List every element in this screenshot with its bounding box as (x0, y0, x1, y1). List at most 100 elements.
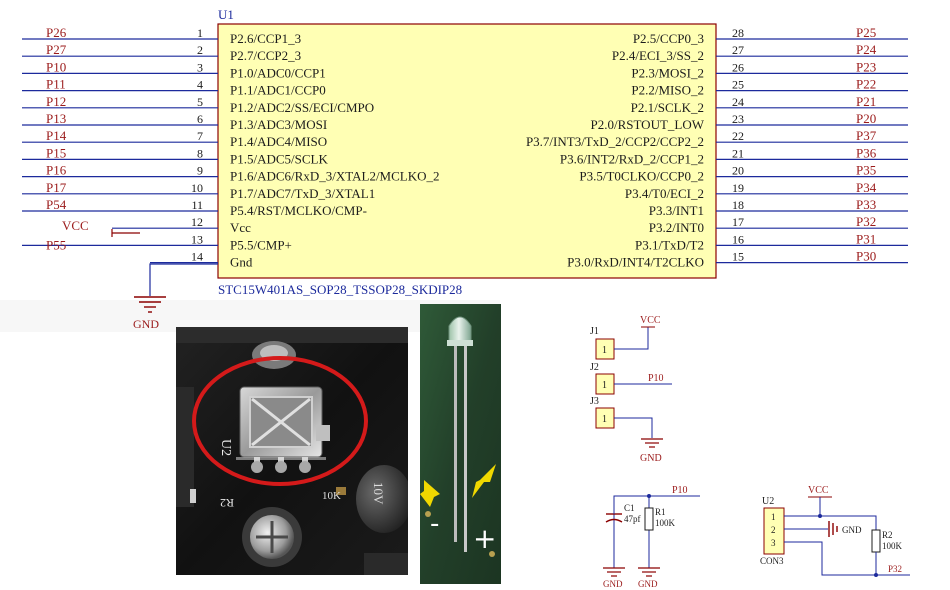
net-label: P26 (46, 25, 67, 40)
c1-ref: C1 (624, 503, 635, 513)
pin-number: 3 (197, 60, 203, 74)
header-j3: J3 1 GND (590, 396, 663, 464)
pin-number: 28 (732, 26, 744, 40)
led-plus-label: + (473, 522, 496, 555)
pin-name: P1.0/ADC0/CCP1 (230, 65, 326, 80)
pin-name: P3.3/INT1 (649, 203, 704, 218)
pin-number: 5 (197, 95, 203, 109)
r1-gnd-label: GND (638, 579, 658, 589)
pin-name: P3.1/TxD/T2 (635, 237, 704, 252)
pin-name: P3.4/T0/ECI_2 (625, 186, 704, 201)
pcb-silk-cap: 10V (371, 482, 386, 505)
pin-name: P1.4/ADC4/MISO (230, 134, 327, 149)
net-label: P15 (46, 145, 66, 160)
pcb-silk-10k: 10K (322, 490, 341, 502)
j3-pin: 1 (602, 414, 607, 425)
pin-number: 16 (732, 232, 744, 246)
pin-name: P1.1/ADC1/CCP0 (230, 83, 326, 98)
pin-number: 25 (732, 78, 744, 92)
net-label: P35 (856, 163, 876, 178)
pin-number: 20 (732, 164, 744, 178)
r1-gnd-symbol (638, 567, 660, 577)
net-label: P17 (46, 180, 67, 195)
pin-name: P2.4/ECI_3/SS_2 (612, 48, 704, 63)
rc-net-label: P10 (672, 485, 688, 496)
pin-number: 24 (732, 95, 744, 109)
arrow-right-icon (472, 464, 496, 498)
pin-number: 13 (191, 232, 203, 246)
pin-number: 4 (197, 78, 203, 92)
pin-name: Vcc (230, 220, 251, 235)
pin-name: P2.1/SCLK_2 (631, 100, 704, 115)
j1-ref: J1 (590, 326, 599, 337)
pin-name: P2.2/MISO_2 (631, 83, 704, 98)
u1-gnd-wire (149, 263, 218, 296)
r2-value: 100K (882, 541, 903, 551)
u1-ref: U1 (218, 7, 234, 22)
arrow-left-icon (420, 480, 440, 507)
u2-pin-2: 2 (771, 525, 776, 535)
pin-name: P3.2/INT0 (649, 220, 704, 235)
pin-number: 19 (732, 181, 744, 195)
net-label: P32 (856, 214, 876, 229)
pin-number: 7 (197, 129, 203, 143)
pin-number: 23 (732, 112, 744, 126)
pin-name: P3.7/INT3/TxD_2/CCP2/CCP2_2 (526, 134, 704, 149)
net-label: P55 (46, 237, 66, 252)
net-label: P30 (856, 249, 876, 264)
pin-number: 1 (197, 26, 203, 40)
r2-ref: R2 (882, 530, 893, 540)
pin-number: 12 (191, 215, 203, 229)
net-label: P13 (46, 111, 66, 126)
u1-part-name: STC15W401AS_SOP28_TSSOP28_SKDIP28 (218, 282, 462, 297)
u1-gnd-label: GND (133, 317, 159, 331)
pin-name: P5.5/CMP+ (230, 237, 292, 252)
u1-pin-1: 1 P2.6/CCP1_3 P26 (22, 25, 301, 46)
net-label: P23 (856, 59, 876, 74)
u2-gnd-label: GND (842, 525, 862, 535)
pin-name: P3.6/INT2/RxD_2/CCP1_2 (560, 151, 704, 166)
pin-name: P2.3/MOSI_2 (631, 65, 704, 80)
photo-ir-receiver-board: U2 10V 10K R2 (176, 327, 408, 575)
rc-network: P10 C1 47pf R1 100K GND GND (603, 485, 700, 589)
net-label: P16 (46, 163, 67, 178)
u1-pin-28: 28 P2.5/CCP0_3 P25 (633, 25, 908, 46)
pin-name: P2.0/RSTOUT_LOW (590, 117, 704, 132)
net-label: P10 (46, 59, 66, 74)
net-label: P25 (856, 25, 876, 40)
header-j1: J1 1 VCC (590, 315, 661, 360)
pin-name: P5.4/RST/MCLKO/CMP- (230, 203, 367, 218)
pin-name: P1.5/ADC5/SCLK (230, 151, 328, 166)
u1-pin-26: 26 P2.3/MOSI_2 P23 (631, 59, 908, 80)
r1-value: 100K (655, 518, 676, 528)
net-label: P21 (856, 94, 876, 109)
net-label: P14 (46, 128, 67, 143)
pin-number: 17 (732, 215, 744, 229)
pin-number: 8 (197, 146, 203, 160)
pin-name: P2.7/CCP2_3 (230, 48, 301, 63)
pin-name: P1.2/ADC2/SS/ECI/CMPO (230, 100, 374, 115)
pin-name: P2.5/CCP0_3 (633, 31, 704, 46)
pin-name: P1.3/ADC3/MOSI (230, 117, 327, 132)
pin-name: Gnd (230, 255, 253, 270)
pcb-silk-r2: R2 (220, 496, 234, 510)
pin-number: 26 (732, 60, 744, 74)
u1-pin-3: 3 P1.0/ADC0/CCP1 P10 (22, 59, 326, 80)
u1-gnd-symbol (134, 296, 166, 313)
j2-pin: 1 (602, 380, 607, 391)
pin-name: P1.6/ADC6/RxD_3/XTAL2/MCLKO_2 (230, 169, 440, 184)
pin-name: P2.6/CCP1_3 (230, 31, 301, 46)
